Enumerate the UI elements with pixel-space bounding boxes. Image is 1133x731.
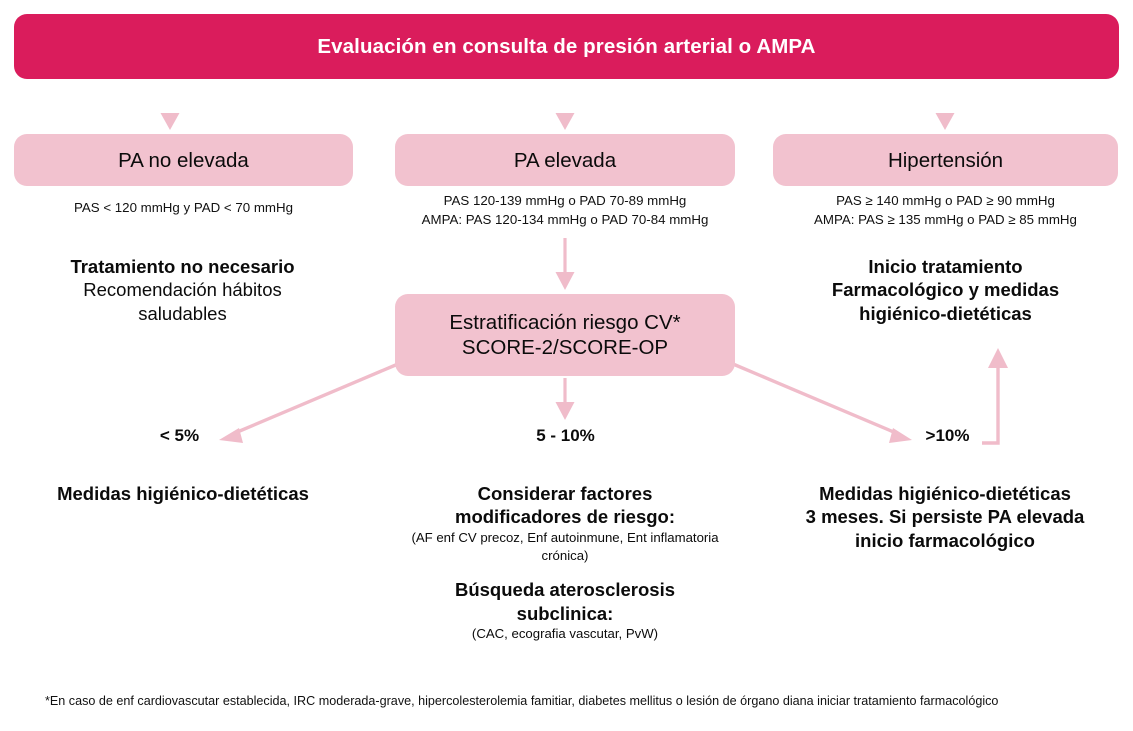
outcome-line: modificadores de riesgo: — [455, 506, 675, 528]
outcome-high-risk: Medidas higiénico-dietéticas 3 meses. Si… — [765, 482, 1125, 552]
outcome-line: subclinica: — [516, 602, 614, 624]
outcome-line: Farmacológico y medidas — [831, 279, 1060, 301]
stage-box-pa-no-elevada: PA no elevada — [14, 134, 353, 186]
outcome-line: Medidas higiénico-dietéticas — [57, 483, 309, 504]
arrow-estratificacion-to-high-risk — [732, 362, 912, 443]
outcome-line: Tratamiento no necesario — [70, 256, 295, 277]
footnote: *En caso de enf cardiovascutar estableci… — [45, 694, 999, 708]
arrow-header-to-pa-no-elevada — [160, 79, 180, 130]
outcome-hipertension: Inicio tratamiento Farmacológico y medid… — [768, 255, 1123, 325]
risk-label-low: < 5% — [159, 426, 200, 445]
stage-box-pa-elevada: PA elevada — [395, 134, 735, 186]
outcome-line: Considerar factores — [477, 483, 653, 504]
outcome-pa-no-elevada: Tratamiento no necesario Recomendación h… — [10, 255, 355, 325]
outcome-line: Recomendación hábitos — [83, 279, 282, 301]
header-box: Evaluación en consulta de presión arteri… — [14, 14, 1119, 79]
criteria-line: AMPA: PAS ≥ 135 mmHg o PAD ≥ 85 mmHg — [814, 212, 1077, 228]
arrow-header-to-pa-elevada — [555, 79, 575, 130]
estratificacion-line-1: Estratificación riesgo CV* — [449, 311, 681, 334]
outcome-mid-risk: Considerar factores modificadores de rie… — [395, 482, 735, 643]
criteria-line: PAS 120-139 mmHg o PAD 70-89 mmHg — [443, 193, 687, 208]
outcome-line: Búsqueda aterosclerosis — [454, 579, 676, 601]
risk-label-high: >10% — [925, 426, 970, 445]
arrow-pa-elevada-to-estratificacion — [555, 238, 575, 290]
stage-box-estratificacion-riesgo: Estratificación riesgo CV* SCORE-2/SCORE… — [395, 294, 735, 376]
stage-label-hipertension: Hipertensión — [887, 148, 1004, 172]
stage-box-hipertension: Hipertensión — [773, 134, 1118, 186]
estratificacion-line-2: SCORE-2/SCORE-OP — [461, 336, 669, 359]
outcome-low-risk: Medidas higiénico-dietéticas — [8, 482, 358, 505]
criteria-line: PAS < 120 mmHg y PAD < 70 mmHg — [74, 200, 293, 215]
outcome-line: 3 meses. Si persiste PA elevada — [805, 506, 1085, 528]
criteria-line: PAS ≥ 140 mmHg o PAD ≥ 90 mmHg — [836, 193, 1055, 208]
outcome-subnote: crónica) — [541, 547, 589, 563]
stage-label-pa-no-elevada: PA no elevada — [118, 148, 249, 172]
outcome-subnote: (CAC, ecografia vascutar, PvW) — [471, 626, 659, 642]
criteria-line: AMPA: PAS 120-134 mmHg o PAD 70-84 mmHg — [421, 212, 709, 228]
outcome-line: saludables — [138, 302, 227, 324]
arrow-estratificacion-to-mid-risk — [555, 378, 575, 420]
outcome-line: inicio farmacológico — [855, 529, 1035, 551]
estratificacion-label: Estratificación riesgo CV* SCORE-2/SCORE… — [449, 310, 680, 360]
risk-label-mid: 5 - 10% — [536, 426, 595, 445]
criteria-pa-no-elevada: PAS < 120 mmHg y PAD < 70 mmHg — [14, 198, 353, 217]
outcome-subnote: (AF enf CV precoz, Enf autoinmune, Ent i… — [411, 529, 719, 545]
outcome-line: Inicio tratamiento — [868, 256, 1023, 277]
outcome-line: Medidas higiénico-dietéticas — [819, 483, 1071, 504]
spacer — [395, 564, 735, 578]
stage-label-pa-elevada: PA elevada — [513, 148, 617, 172]
criteria-pa-elevada: PAS 120-139 mmHg o PAD 70-89 mmHg AMPA: … — [380, 191, 750, 230]
criteria-hipertension: PAS ≥ 140 mmHg o PAD ≥ 90 mmHg AMPA: PAS… — [768, 191, 1123, 230]
header-title: Evaluación en consulta de presión arteri… — [317, 34, 816, 58]
arrow-header-to-hipertension — [935, 79, 955, 130]
outcome-line: higiénico-dietéticas — [859, 302, 1032, 324]
arrow-estratificacion-to-low-risk — [219, 362, 399, 443]
